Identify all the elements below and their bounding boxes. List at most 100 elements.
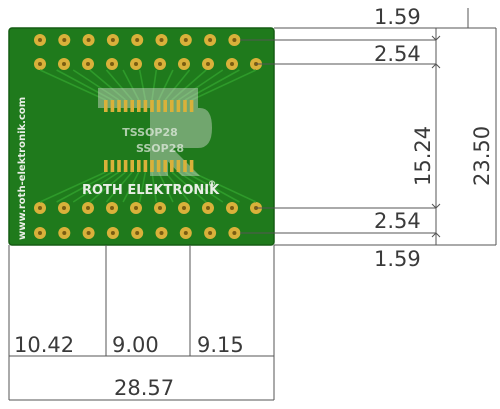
copper-trace [157,171,174,203]
bottom-outer-drill-hole [183,231,188,235]
top-smd-pad [176,100,181,112]
arrow-bot-pitch-a [431,203,441,209]
copper-trace [89,171,127,203]
copper-trace [177,171,224,203]
top-smd-pad [117,100,121,112]
top-smd-pad [104,100,108,112]
copper-trace [184,69,240,101]
copper-trace [164,69,191,101]
copper-trace [39,171,107,203]
top-outer-drill-hole [208,38,213,42]
bottom-smd-pad [123,160,128,172]
bottom-outer-drill-hole [135,231,140,235]
top-smd-pad [163,100,167,112]
top-inner-drill-hole [206,62,210,66]
dim-middle-segment: 9.00 [112,333,159,357]
arrow-top-pitch-b [431,63,441,69]
package-label-top: TSSOP28 [122,126,178,139]
bottom-inner-drill-hole [86,206,90,210]
arrow-top-pitch-a [431,35,441,41]
copper-trace [138,69,147,101]
bottom-outer-drill-hole [232,231,237,235]
smd-pad-row-top [104,100,194,112]
copper-trace [72,69,120,101]
bottom-inner-drill-hole [158,206,162,210]
bottom-outer-drill-hole [38,231,42,235]
top-outer-drill-hole [183,38,188,42]
copper-trace [105,171,133,203]
side-website-text: www.roth-elektronik.com [17,97,28,240]
bottom-smd-pad [137,160,141,172]
top-smd-pad [110,100,115,112]
right-dimension-lines: 1.59 2.54 2.54 1.59 15.24 23.50 [240,5,497,271]
top-inner-drill-hole [158,62,162,66]
copper-trace [171,171,207,203]
top-smd-pad [189,100,194,112]
dim-top-pitch: 2.54 [374,42,421,66]
copper-trace [72,171,120,203]
bottom-smd-pad [156,160,161,172]
smd-pad-row-bottom [104,160,194,172]
top-outer-drill-hole [86,38,91,42]
top-outer-drill-hole [232,38,237,42]
pad-row-top-inner [34,58,262,70]
fanout-traces [39,69,257,203]
top-smd-pad [150,100,154,112]
top-inner-drill-hole [230,62,234,66]
top-outer-drill-hole [159,38,164,42]
pcb-board: www.roth-elektronik.com TSSOP28 SSOP28 R… [8,27,275,246]
bottom-inner-drill-hole [134,206,138,210]
bottom-inner-drill-hole [206,206,210,210]
copper-trace [191,69,257,101]
copper-trace [39,69,107,101]
dim-overall-height: 23.50 [470,126,494,186]
bottom-outer-drill-hole [110,231,115,235]
bottom-smd-pad [189,160,194,172]
top-smd-pad [183,100,187,112]
bottom-smd-pad [110,160,115,172]
copper-trace [151,69,158,101]
bottom-inner-drill-hole [182,206,186,210]
pad-row-top-outer [34,34,241,46]
brand-text: ROTH ELEKTRONIK [82,183,220,198]
top-inner-drill-hole [110,62,114,66]
copper-trace [157,69,174,101]
copper-trace [56,171,113,203]
package-label-bottom: SSOP28 [136,142,184,155]
copper-trace [171,69,207,101]
top-inner-drill-hole [182,62,186,66]
brand-registered-mark: ® [208,179,216,188]
copper-trace [56,69,113,101]
bottom-inner-drill-hole [38,206,42,210]
bottom-outer-drill-hole [208,231,213,235]
dim-right-segment: 9.15 [197,333,244,357]
copper-trace [122,69,140,101]
top-outer-drill-hole [110,38,115,42]
bottom-smd-pad [117,160,121,172]
bottom-dimension-lines: 10.42 9.00 9.15 28.57 [8,245,275,401]
top-smd-pad [143,100,148,112]
bottom-smd-pad [170,160,174,172]
copper-trace [191,171,257,203]
copper-trace [151,171,158,203]
bottom-smd-pad [143,160,148,172]
copper-trace [105,69,133,101]
pcb-edge [8,27,275,246]
top-outer-drill-hole [62,38,67,42]
logo-r-shape [150,108,212,176]
pcb-substrate [9,28,274,245]
bottom-smd-pad [130,160,134,172]
bottom-inner-drill-hole [110,206,114,210]
top-smd-pad [170,100,174,112]
copper-trace [164,171,191,203]
bottom-smd-pad [104,160,108,172]
bottom-outer-drill-hole [159,231,164,235]
bottom-inner-drill-hole [230,206,234,210]
bottom-smd-pad [183,160,187,172]
arrow-bot-pitch-b [431,232,441,238]
bottom-smd-pad [150,160,154,172]
bottom-smd-pad [176,160,181,172]
dim-overall-width: 28.57 [114,376,174,400]
top-inner-drill-hole [38,62,42,66]
top-outer-drill-hole [135,38,140,42]
